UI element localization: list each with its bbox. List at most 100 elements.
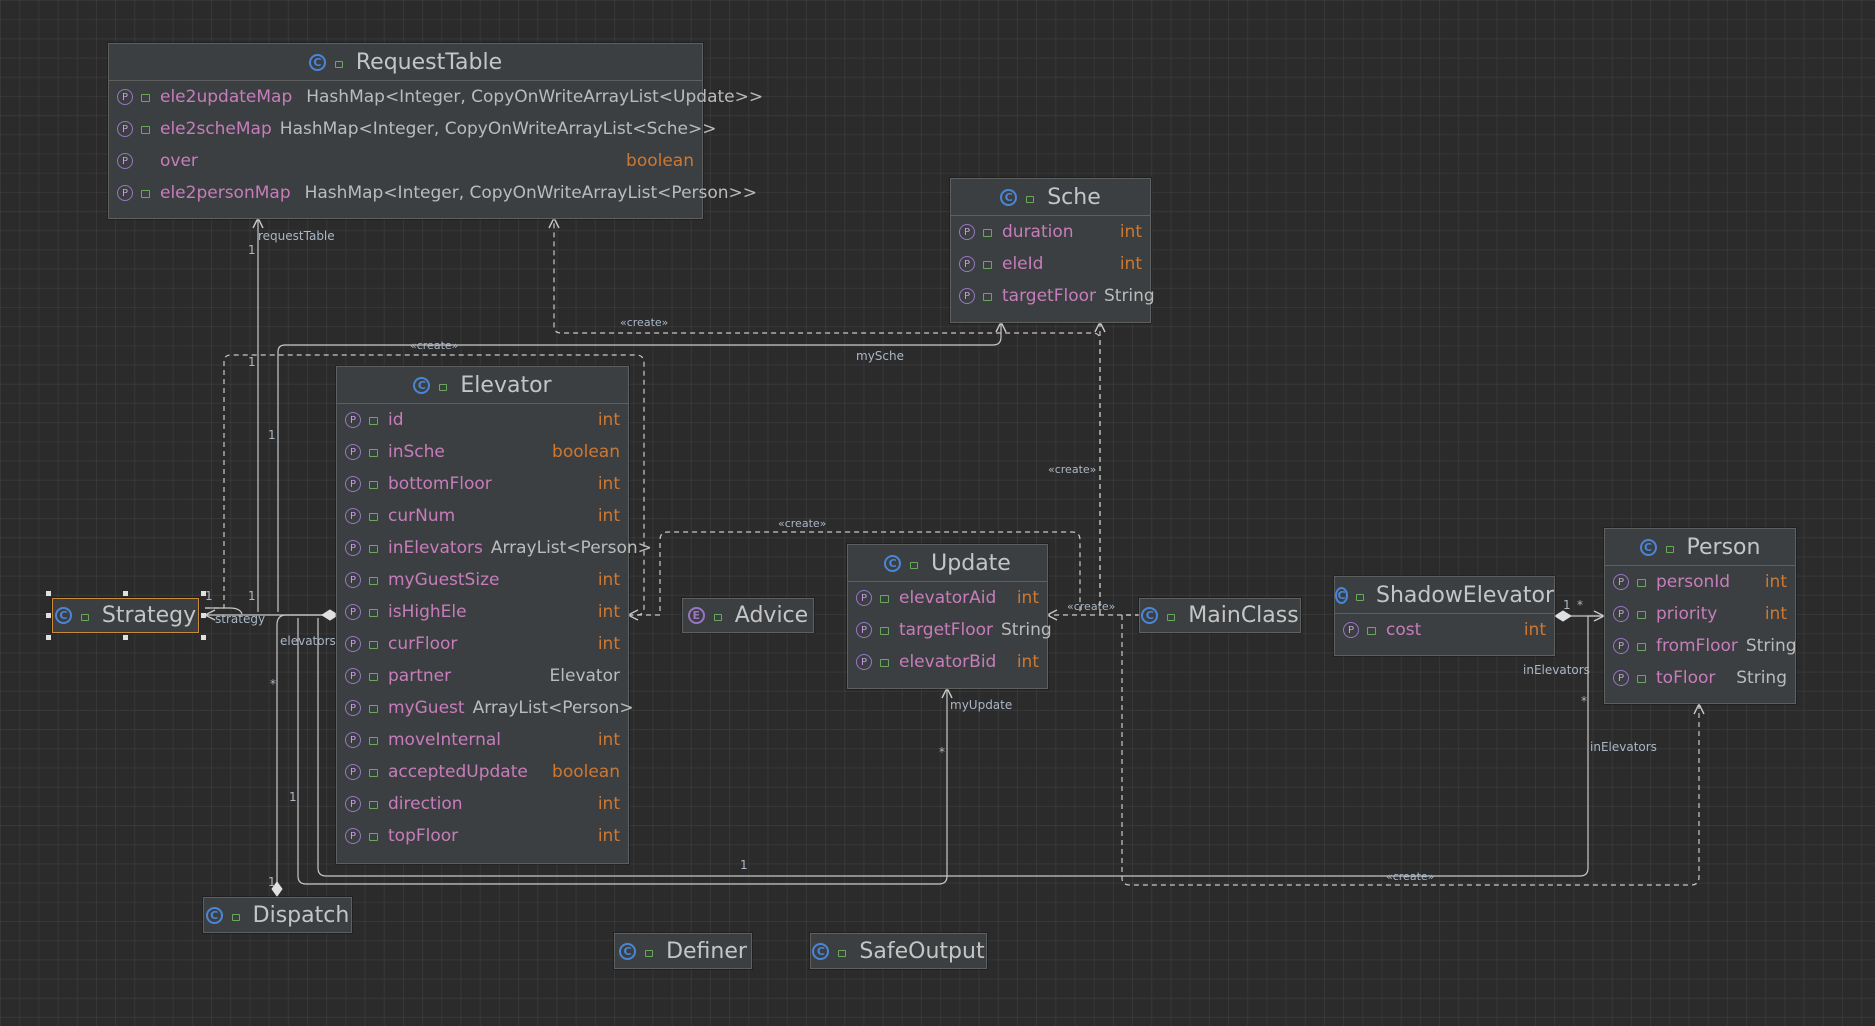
edge-elevator-create-update <box>628 531 1081 616</box>
class-node-advice[interactable]: E Advice <box>682 598 814 633</box>
multiplicity-one: 1 <box>248 243 256 257</box>
field-name: ele2scheMap <box>160 119 272 139</box>
selection-handle[interactable] <box>46 635 51 640</box>
field-type: boolean <box>552 762 620 782</box>
field-name: fromFloor <box>1656 636 1738 656</box>
property-icon: P <box>345 476 361 492</box>
class-name: Strategy <box>101 603 197 628</box>
public-lock-icon <box>983 293 992 301</box>
class-node-dispatch[interactable]: C Dispatch <box>203 897 352 933</box>
selection-handle[interactable] <box>123 591 128 596</box>
edge-label-elevators: elevators <box>280 634 336 648</box>
class-header: C ShadowElevator <box>1335 577 1554 614</box>
edge-label-create-requesttable: «create» <box>620 316 669 329</box>
multiplicity-one: 1 <box>248 589 256 603</box>
field-name: targetFloor <box>899 620 993 640</box>
multiplicity-many: * <box>1577 598 1583 612</box>
selection-handle[interactable] <box>201 591 206 596</box>
class-node-mainclass[interactable]: C MainClass <box>1139 598 1301 633</box>
class-node-definer[interactable]: C Definer <box>614 933 752 969</box>
edge-label-inelevators-shadow: inElevators <box>1523 663 1590 677</box>
edge-label-create-top: «create» <box>410 339 459 352</box>
public-lock-icon <box>880 595 889 603</box>
edge-main-create-requesttable <box>554 218 1101 615</box>
field-type: int <box>1523 620 1546 640</box>
field-name: acceptedUpdate <box>388 762 528 782</box>
field-type: Elevator <box>549 666 620 686</box>
class-icon: C <box>619 942 637 960</box>
field-type: String <box>1103 286 1155 306</box>
aggregation-diamond-dispatch <box>271 881 283 897</box>
selection-handle[interactable] <box>123 635 128 640</box>
field-type: int <box>1119 222 1142 242</box>
public-lock-icon <box>1025 192 1035 203</box>
field-type: int <box>597 570 620 590</box>
selection-handle[interactable] <box>46 613 51 618</box>
field-type: int <box>597 506 620 526</box>
property-icon: P <box>117 89 133 105</box>
property-icon: P <box>345 700 361 716</box>
property-icon: P <box>345 732 361 748</box>
class-header: C Dispatch <box>204 898 351 932</box>
selection-handle[interactable] <box>201 613 206 618</box>
edge-label-strategy: strategy <box>215 612 266 626</box>
field-name: elevatorBid <box>899 652 997 672</box>
class-header: C RequestTable <box>109 44 702 81</box>
public-lock-icon <box>1356 590 1364 601</box>
field-type: int <box>1764 572 1787 592</box>
class-node-safeoutput[interactable]: C SafeOutput <box>810 933 987 969</box>
class-icon: C <box>54 607 72 624</box>
class-name: SafeOutput <box>859 938 985 964</box>
field-name: inElevators <box>388 538 483 558</box>
property-icon: P <box>345 540 361 556</box>
field-type: int <box>597 410 620 430</box>
selection-handle[interactable] <box>201 635 206 640</box>
class-node-strategy[interactable]: C Strategy <box>52 598 199 633</box>
field-name: eleId <box>1002 254 1044 274</box>
selection-handle[interactable] <box>46 591 51 596</box>
field-name: over <box>160 151 198 171</box>
multiplicity-one: 1 <box>248 355 256 369</box>
public-lock-icon <box>983 261 992 269</box>
class-header: C Sche <box>951 179 1150 216</box>
property-icon: P <box>856 654 872 670</box>
class-name: RequestTable <box>355 49 503 75</box>
edge-label-inelevators-person: inElevators <box>1590 740 1657 754</box>
